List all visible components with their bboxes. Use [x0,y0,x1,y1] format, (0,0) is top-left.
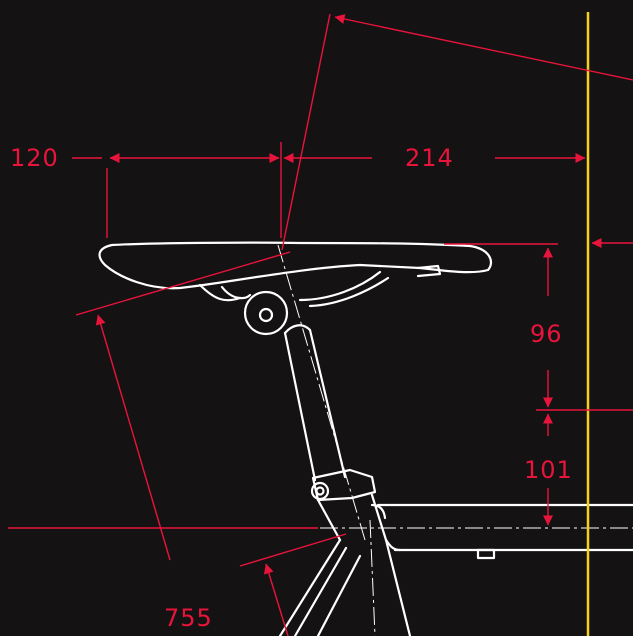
saddle-nose-clip [416,264,442,278]
dim-label-120: 120 [10,144,59,172]
seatpost-centerline [277,244,366,541]
lower-offset-line [239,533,347,567]
saddle-rail [198,270,390,308]
collar-ring [316,493,388,542]
top-tube [376,503,633,552]
clamp-bolt-icon [258,307,274,323]
collar-bolt [310,481,330,501]
cable-guide [476,548,496,560]
seatpost [283,328,347,482]
top-pointer-line [334,14,633,81]
seat-tube-centerline [369,519,376,636]
dim-755-lower-arrow [263,563,289,636]
seat-stay [293,546,362,636]
dim-label-96: 96 [530,320,563,348]
dim-label-214: 214 [405,144,454,172]
saddle-offset-line [75,251,291,316]
dim-755-arrow [95,314,171,561]
seat-tube [278,538,412,636]
seatpost-head [283,324,312,335]
saddle [98,241,493,290]
dim-label-101: 101 [524,456,573,484]
dim-label-755: 755 [164,604,213,632]
seatpost-clamp [243,290,289,336]
seat-angle-line [281,13,331,251]
collar-bolt-inner [315,486,325,496]
